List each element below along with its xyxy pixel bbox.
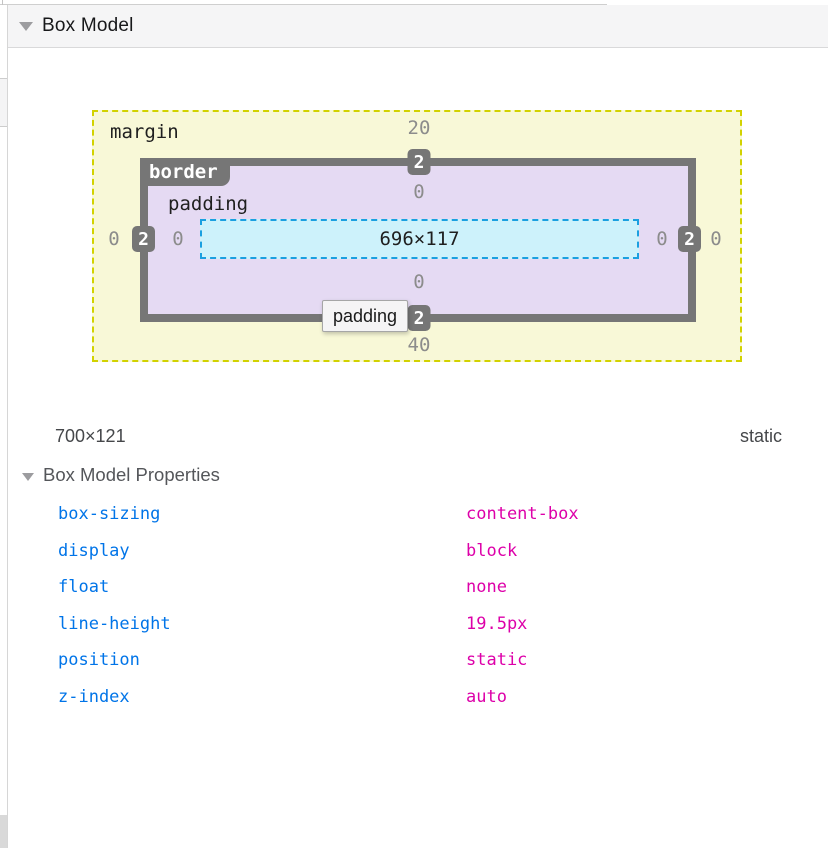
- property-row: box-sizing content-box: [58, 496, 778, 533]
- margin-label: margin: [110, 121, 179, 143]
- padding-top-value[interactable]: 0: [413, 181, 425, 203]
- border-label: border: [140, 158, 230, 186]
- margin-left-value[interactable]: 0: [108, 228, 120, 250]
- property-value: 19.5px: [466, 613, 528, 634]
- content-dimensions: 696×117: [379, 228, 460, 250]
- property-row: float none: [58, 569, 778, 606]
- padding-left-value[interactable]: 0: [172, 228, 184, 250]
- property-name: position: [58, 650, 140, 671]
- element-dimensions: 700×121: [55, 426, 126, 446]
- properties-twisty-icon[interactable]: [22, 472, 34, 481]
- property-value: block: [466, 540, 518, 561]
- properties-list: box-sizing content-box display block flo…: [58, 496, 778, 715]
- element-position: static: [739, 426, 782, 446]
- property-value: none: [466, 577, 507, 598]
- padding-label: padding: [168, 193, 249, 215]
- hover-tooltip: padding: [322, 300, 409, 332]
- property-row: display block: [58, 533, 778, 570]
- padding-right-value[interactable]: 0: [656, 228, 668, 250]
- padding-bottom-value[interactable]: 0: [413, 271, 425, 293]
- property-name: line-height: [58, 613, 171, 634]
- property-row: position static: [58, 642, 778, 679]
- property-value: content-box: [466, 504, 579, 525]
- property-value: auto: [466, 686, 507, 707]
- border-left-badge[interactable]: 2: [132, 226, 155, 252]
- content-region[interactable]: 696×117: [200, 219, 639, 259]
- property-row: z-index auto: [58, 679, 778, 716]
- adjacent-panel-edge: [0, 5, 8, 848]
- box-model-header[interactable]: Box Model: [8, 5, 828, 48]
- margin-top-value[interactable]: 20: [407, 117, 431, 139]
- adjacent-panel-edge-footer: [0, 815, 7, 848]
- border-top-badge[interactable]: 2: [407, 149, 431, 175]
- margin-bottom-value[interactable]: 40: [407, 334, 431, 356]
- box-model-twisty-icon[interactable]: [19, 21, 33, 31]
- top-divider-line: [0, 4, 607, 5]
- property-value: static: [466, 650, 528, 671]
- property-row: line-height 19.5px: [58, 606, 778, 643]
- border-right-badge[interactable]: 2: [678, 226, 701, 252]
- box-model-properties-header[interactable]: Box Model Properties: [22, 464, 220, 486]
- box-model-title: Box Model: [42, 15, 134, 36]
- property-name: z-index: [58, 686, 130, 707]
- properties-title: Box Model Properties: [43, 464, 220, 485]
- margin-right-value[interactable]: 0: [710, 228, 722, 250]
- border-bottom-badge[interactable]: 2: [407, 305, 431, 331]
- top-divider-tick: [2, 0, 3, 5]
- margin-region[interactable]: margin 20 border padding 2 0 696×117 0 2…: [92, 110, 742, 362]
- property-name: display: [58, 540, 130, 561]
- property-name: box-sizing: [58, 504, 161, 525]
- adjacent-panel-edge-block: [0, 78, 7, 127]
- property-name: float: [58, 577, 110, 598]
